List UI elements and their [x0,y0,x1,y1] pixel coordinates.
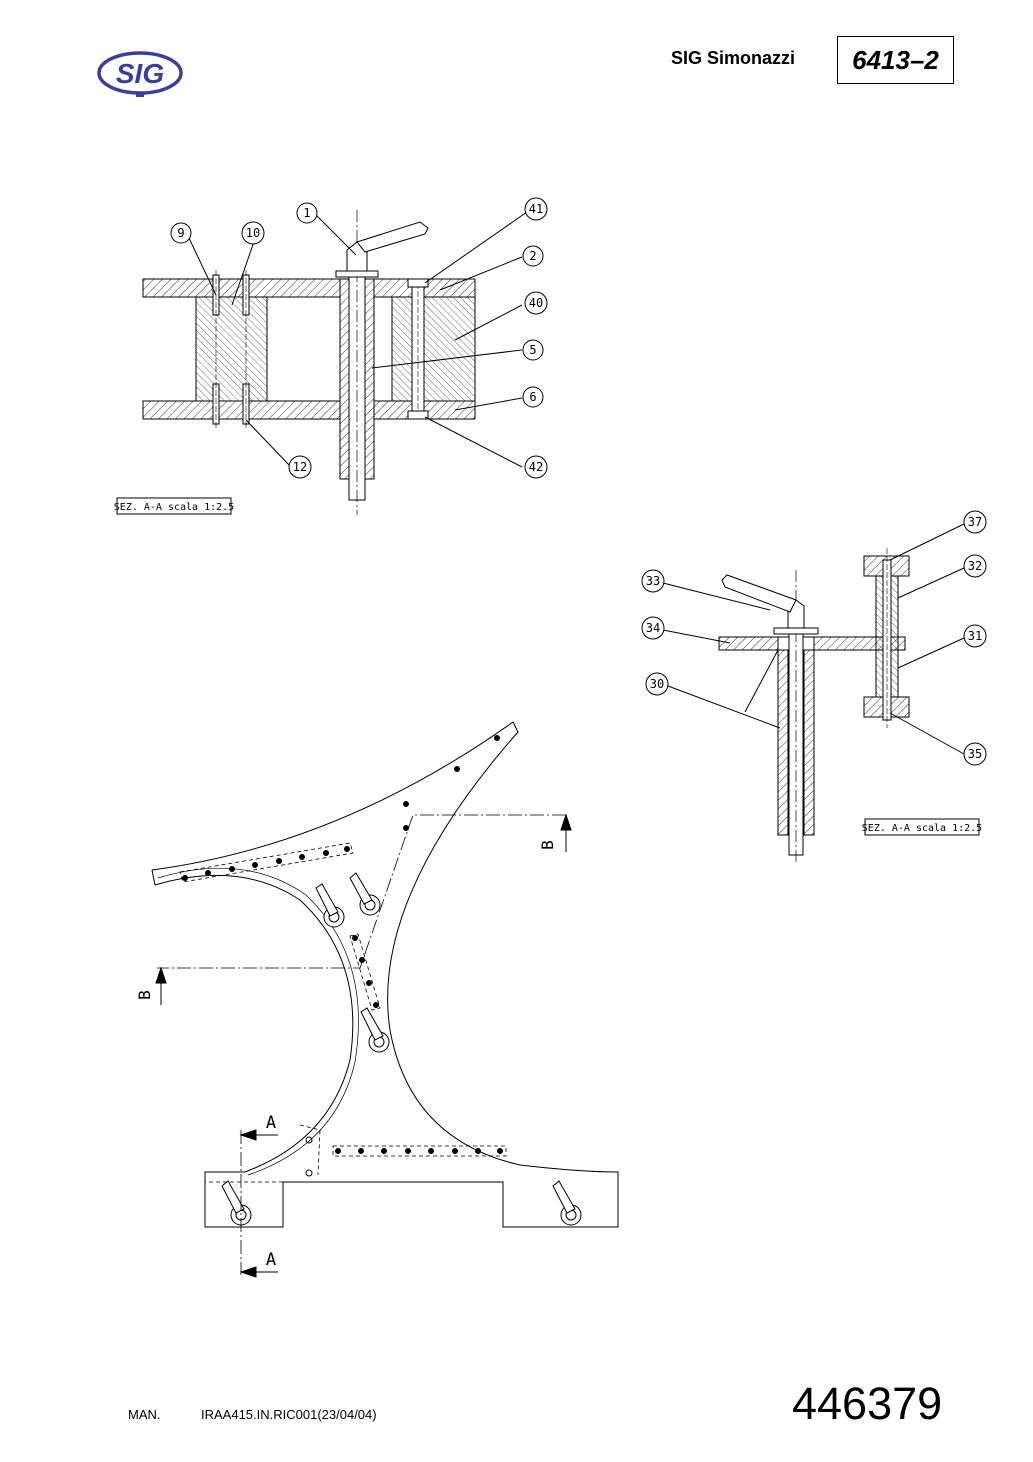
callout-6: 6 [522,386,544,408]
section-mark-b-upper: B [538,840,557,850]
svg-text:42: 42 [529,460,543,474]
callout-2: 2 [522,245,544,267]
svg-text:35: 35 [968,747,982,761]
section-label-right: SEZ. A-A scala 1:2.5 [862,818,982,836]
svg-text:30: 30 [650,677,664,691]
section-mark-b-left: B [135,990,154,1000]
section-label-top: SEZ. A-A scala 1:2.5 [114,497,234,515]
callout-30: 30 [645,672,669,696]
callout-37: 37 [963,510,987,534]
svg-text:SEZ. A-A scala 1:2.5: SEZ. A-A scala 1:2.5 [862,823,982,834]
callout-12: 12 [288,455,312,479]
callout-41: 41 [524,197,548,221]
callout-9: 9 [170,222,192,244]
logo-text: SIG [116,58,164,89]
section-top-view [142,210,528,515]
sig-logo: SIG [97,51,183,97]
manual-reference: IRAA415.IN.RIC001(23/04/04) [201,1407,377,1422]
svg-text:37: 37 [968,515,982,529]
svg-text:SEZ. A-A scala 1:2.5: SEZ. A-A scala 1:2.5 [114,502,234,513]
svg-text:9: 9 [177,226,184,240]
svg-text:34: 34 [646,621,660,635]
callout-32: 32 [963,554,987,578]
svg-text:12: 12 [293,460,307,474]
svg-text:1: 1 [303,206,310,220]
callout-35: 35 [963,742,987,766]
callout-40: 40 [524,291,548,315]
callout-33: 33 [641,569,665,593]
company-name: SIG Simonazzi [671,48,796,68]
svg-text:31: 31 [968,629,982,643]
svg-text:32: 32 [968,559,982,573]
front-view [151,721,619,1278]
section-mark-a-upper: A [266,1113,276,1133]
section-mark-a-lower: A [266,1250,276,1270]
svg-text:40: 40 [529,296,543,310]
callout-10: 10 [241,221,265,245]
svg-text:6: 6 [529,390,536,404]
callout-42: 42 [524,455,548,479]
callout-31: 31 [963,624,987,648]
page-number: 446379 [792,1378,943,1429]
section-right-view [662,523,965,865]
callout-5: 5 [522,339,544,361]
svg-text:41: 41 [529,202,543,216]
manual-label: MAN. [128,1407,161,1422]
callouts: 1 9 10 41 2 40 5 6 12 42 37 32 33 34 31 … [170,197,987,766]
svg-text:33: 33 [646,574,660,588]
callout-1: 1 [296,202,318,224]
svg-text:2: 2 [529,249,536,263]
callout-34: 34 [641,616,665,640]
svg-text:5: 5 [529,343,536,357]
svg-text:10: 10 [246,226,260,240]
document-number: 6413–2 [837,36,954,84]
